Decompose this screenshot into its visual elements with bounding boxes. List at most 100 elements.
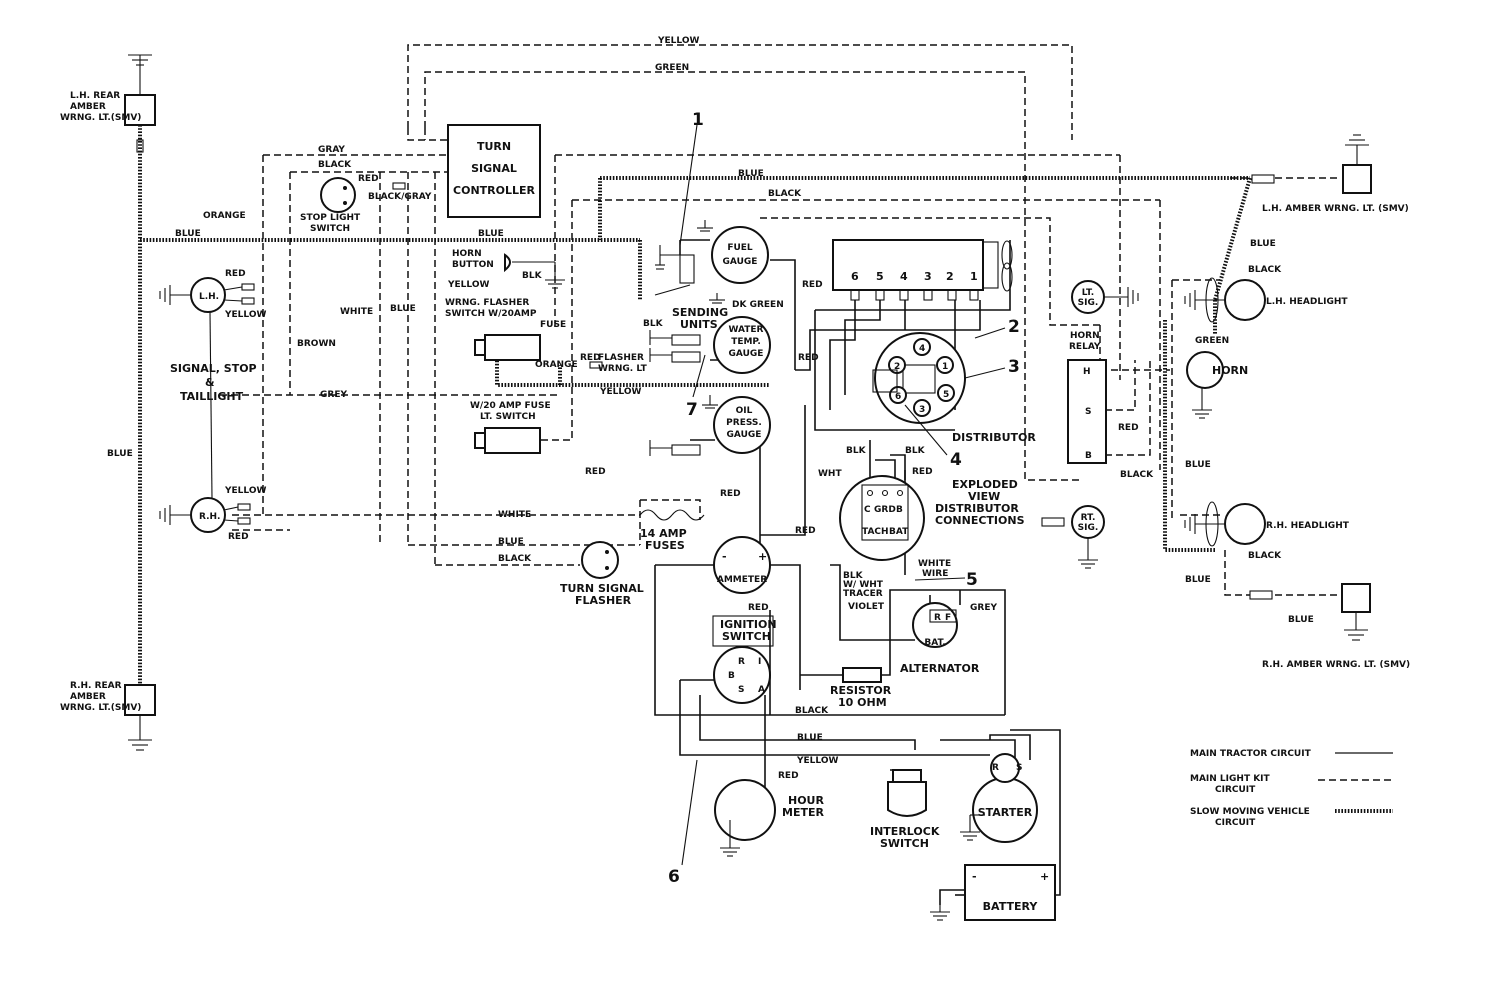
lh-lamp-label: L.H. [199, 292, 219, 302]
wire-label-white-2: WHITE [498, 510, 531, 520]
ignition-switch [712, 615, 774, 704]
wire-label-gray: GRAY [318, 145, 345, 155]
wire-label-yellow-3: YELLOW [599, 387, 641, 397]
battery-plus-terminal: + [1040, 870, 1049, 883]
wire-label-black-relay: BLACK [1120, 470, 1154, 480]
lt-sig-lamp [1071, 280, 1139, 314]
cylinder-6: 6 [851, 270, 859, 283]
wire-label-black-2: BLACK [768, 189, 802, 199]
wire-label-blk-1: BLK [522, 271, 543, 281]
wire-label-blue-4: BLUE [390, 304, 416, 314]
lh-rear-amber-lamp [124, 54, 156, 153]
wire-label-black-4: BLACK [795, 706, 829, 716]
ignition-terminal-s: S [738, 685, 744, 695]
callouts: 1 2 3 4 5 6 7 [668, 110, 1020, 887]
ammeter-plus-terminal: + [758, 550, 767, 563]
wire-label-red-relay: RED [1118, 423, 1139, 433]
wire-label-grey-2: GREY [970, 603, 997, 613]
light-kit-wires [220, 44, 1340, 596]
sending-units [649, 220, 725, 456]
wire-label-blk-4: BLK [905, 446, 926, 456]
cylinder-2: 2 [946, 270, 954, 283]
dist-terminal-1: 1 [942, 362, 948, 372]
wire-label-black-3: BLACK [498, 554, 532, 564]
ammeter-minus-terminal: - [722, 550, 727, 563]
alternator-terminal-f: F [945, 613, 951, 623]
exploded-terminal-c: C [864, 505, 871, 515]
stop-light-switch [320, 177, 406, 213]
battery-minus-terminal: - [972, 870, 977, 883]
alternator-label: ALTERNATOR [900, 662, 980, 675]
wire-label-black-1: BLACK [318, 160, 352, 170]
dist-terminal-3: 3 [919, 405, 925, 415]
cylinder-5: 5 [876, 270, 884, 283]
wire-label-red-rh: RED [228, 532, 249, 542]
rt-sig-label: RT.SIG. [1078, 513, 1099, 533]
wire-label-violet: VIOLET [848, 602, 885, 612]
wire-label-black-gray: BLACK/GRAY [368, 192, 432, 202]
wire-label-red-fuse: RED [720, 489, 741, 499]
horn-button [504, 253, 565, 289]
cylinder-head-block [832, 239, 1013, 301]
wire-label-red-ign: RED [748, 603, 769, 613]
wire-label-red-stop: RED [358, 174, 379, 184]
ammeter [713, 536, 771, 594]
horn-label: HORN [1212, 364, 1248, 377]
warning-flasher-switch [474, 334, 603, 369]
distributor-cap [872, 332, 966, 424]
starter-label: STARTER [978, 806, 1033, 819]
dist-terminal-2: 2 [894, 362, 900, 372]
battery [930, 864, 1056, 921]
wire-label-red-dist: RED [912, 467, 933, 477]
cylinder-4: 4 [900, 270, 908, 283]
battery-label: BATTERY [983, 900, 1039, 913]
callout-1: 1 [692, 110, 704, 130]
wire-label-blk-3: BLK [846, 446, 867, 456]
wire-label-blue-6: BLUE [797, 733, 823, 743]
wire-label-blue-front1: BLUE [1250, 239, 1276, 249]
exploded-terminal-grd: GRD [874, 505, 896, 515]
wire-label-blue-front4: BLUE [1288, 615, 1314, 625]
wire-label-blue-front3: BLUE [1185, 575, 1211, 585]
wire-label-red-flasher: RED [580, 353, 601, 363]
wire-label-blue-2: BLUE [478, 229, 504, 239]
turn-signal-flasher [581, 541, 619, 579]
dist-terminal-4: 4 [919, 344, 925, 354]
wire-label-red-lh1: RED [225, 269, 246, 279]
wire-label-green-top: GREEN [655, 63, 689, 73]
wire-label-yellow-2: YELLOW [447, 280, 489, 290]
wire-label-red-amm: RED [795, 526, 816, 536]
ignition-terminal-a: A [758, 685, 765, 695]
water-temp-gauge [713, 316, 771, 374]
turn-signal-controller [447, 124, 541, 218]
wire-label-red-fuel: RED [802, 280, 823, 290]
callout-6: 6 [668, 867, 680, 887]
relay-terminal-h: H [1083, 367, 1091, 377]
distributor-label: DISTRIBUTOR [952, 431, 1036, 444]
ammeter-label: AMMETER [717, 575, 767, 585]
light-switch [474, 427, 541, 454]
callout-5: 5 [966, 570, 978, 590]
wire-label-red-hour: RED [778, 771, 799, 781]
relay-terminal-s: S [1085, 407, 1091, 417]
dist-terminal-6: 6 [895, 392, 901, 402]
lt-sig-label: LT.SIG. [1078, 288, 1099, 308]
wire-label-blue-1: BLUE [175, 229, 201, 239]
